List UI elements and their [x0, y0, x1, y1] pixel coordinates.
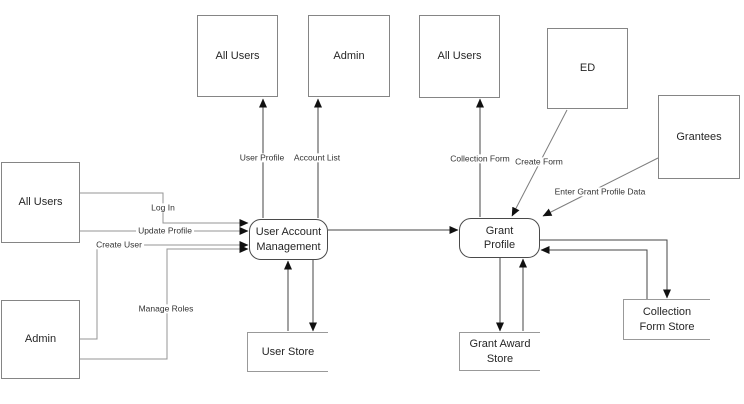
flow-label-collection-form: Collection Form: [448, 153, 512, 164]
store-grant-award-store: Grant Award Store: [459, 332, 540, 371]
flow-label-create-form: Create Form: [513, 156, 565, 167]
entity-label: All Users: [437, 50, 482, 63]
entity-label: All Users: [18, 196, 63, 209]
store-label: Grant Award Store: [469, 338, 531, 365]
store-label: User Store: [261, 345, 315, 358]
entity-label: ED: [579, 62, 596, 75]
flow-cfstore-to-grant-profile: [540, 246, 648, 299]
entity-label: Admin: [24, 333, 57, 346]
entity-all-users-top-left: All Users: [197, 15, 278, 97]
flow-label-manage-roles: Manage Roles: [136, 303, 196, 314]
process-user-account-management: User Account Management: [249, 219, 328, 260]
entity-admin-top: Admin: [308, 15, 390, 97]
flow-grant-profile-to-cfstore: [540, 239, 671, 299]
flow-create-user: [80, 241, 249, 340]
process-label: Grant Profile: [483, 224, 516, 251]
entity-grantees: Grantees: [658, 95, 740, 179]
flow-label-enter-grant-profile-data: Enter Grant Profile Data: [552, 186, 648, 197]
entity-label: Admin: [333, 49, 365, 62]
flow-enter-grant-profile-data: [542, 157, 659, 217]
entity-admin-left: Admin: [1, 300, 80, 379]
process-label: User Account Management: [255, 226, 322, 253]
entity-label: All Users: [215, 49, 260, 62]
process-grant-profile: Grant Profile: [459, 218, 540, 258]
flow-label-log-in: Log In: [149, 202, 177, 213]
store-collection-form-store: Collection Form Store: [623, 299, 710, 340]
entity-label: Grantees: [676, 130, 722, 143]
entity-ed: ED: [547, 28, 628, 109]
entity-all-users-left: All Users: [1, 162, 80, 243]
flow-label-create-user: Create User: [94, 239, 144, 250]
entity-all-users-top-right: All Users: [419, 15, 500, 98]
store-user-store: User Store: [247, 332, 328, 372]
flow-manage-roles: [80, 245, 249, 360]
store-label: Collection Form Store: [639, 306, 695, 333]
flow-label-update-profile: Update Profile: [136, 225, 194, 236]
flow-label-user-profile: User Profile: [237, 152, 287, 163]
flow-label-account-list: Account List: [291, 152, 343, 163]
